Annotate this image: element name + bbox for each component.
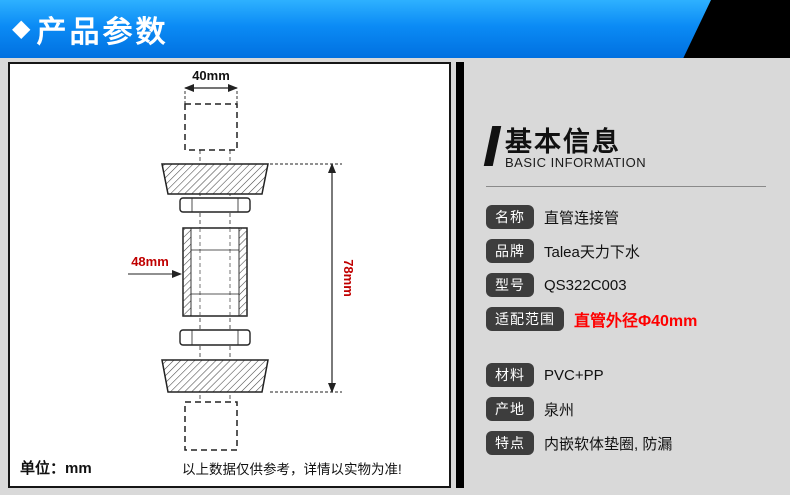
spec-row-brand: 品牌 Talea天力下水	[486, 239, 786, 263]
disclaimer-text: 以上数据仅供参考，详情以实物为准!	[182, 462, 402, 477]
technical-drawing: 40mm 48mm 78mm	[128, 68, 356, 451]
spec-row-name: 名称 直管连接管	[486, 205, 786, 229]
spec-row-fit-range: 适配范围 直管外径Φ40mm	[486, 307, 786, 331]
section-title: 基本信息	[505, 127, 621, 157]
spec-label-badge: 名称	[486, 205, 534, 229]
heading-accent-bar	[483, 126, 502, 166]
diamond-icon: ◆	[12, 15, 31, 42]
spec-value-highlight: 直管外径Φ40mm	[574, 313, 698, 330]
section-subtitle: BASIC INFORMATION	[505, 155, 647, 170]
spec-row-material: 材料 PVC+PP	[486, 363, 786, 387]
spec-label-badge: 适配范围	[486, 307, 564, 331]
info-panel: 基本信息 BASIC INFORMATION 名称 直管连接管 品牌 Talea…	[480, 62, 786, 488]
spec-value: 直管连接管	[544, 209, 620, 227]
spec-value: QS322C003	[544, 276, 627, 294]
unit-label: 单位：mm	[20, 460, 92, 477]
page-title: 产品参数	[36, 16, 169, 49]
banner-blue-shape: ◆ 产品参数	[0, 0, 711, 58]
drawing-panel: 40mm 48mm 78mm 单位：mm 以上数据仅供参考，详情以实物为准!	[8, 62, 451, 488]
header-banner: ◆ 产品参数	[0, 0, 790, 58]
spec-label-badge: 品牌	[486, 239, 534, 263]
spec-row-model: 型号 QS322C003	[486, 273, 786, 297]
spec-label-badge: 特点	[486, 431, 534, 455]
dimension-78mm: 78mm	[341, 259, 356, 297]
divider-bar	[456, 62, 464, 488]
spec-value: 内嵌软体垫圈, 防漏	[544, 435, 673, 453]
spec-value: 泉州	[544, 401, 575, 419]
spec-row-feature: 特点 内嵌软体垫圈, 防漏	[486, 431, 786, 455]
spec-value: Talea天力下水	[544, 243, 640, 261]
dimension-48mm: 48mm	[131, 254, 169, 269]
spec-value: PVC+PP	[544, 366, 604, 384]
section-divider	[486, 186, 766, 187]
spec-label-badge: 产地	[486, 397, 534, 421]
spec-label-badge: 型号	[486, 273, 534, 297]
spec-list: 名称 直管连接管 品牌 Talea天力下水 型号 QS322C003 适配范围 …	[486, 205, 786, 465]
spec-label-badge: 材料	[486, 363, 534, 387]
spec-row-origin: 产地 泉州	[486, 397, 786, 421]
dimension-40mm: 40mm	[192, 68, 230, 83]
